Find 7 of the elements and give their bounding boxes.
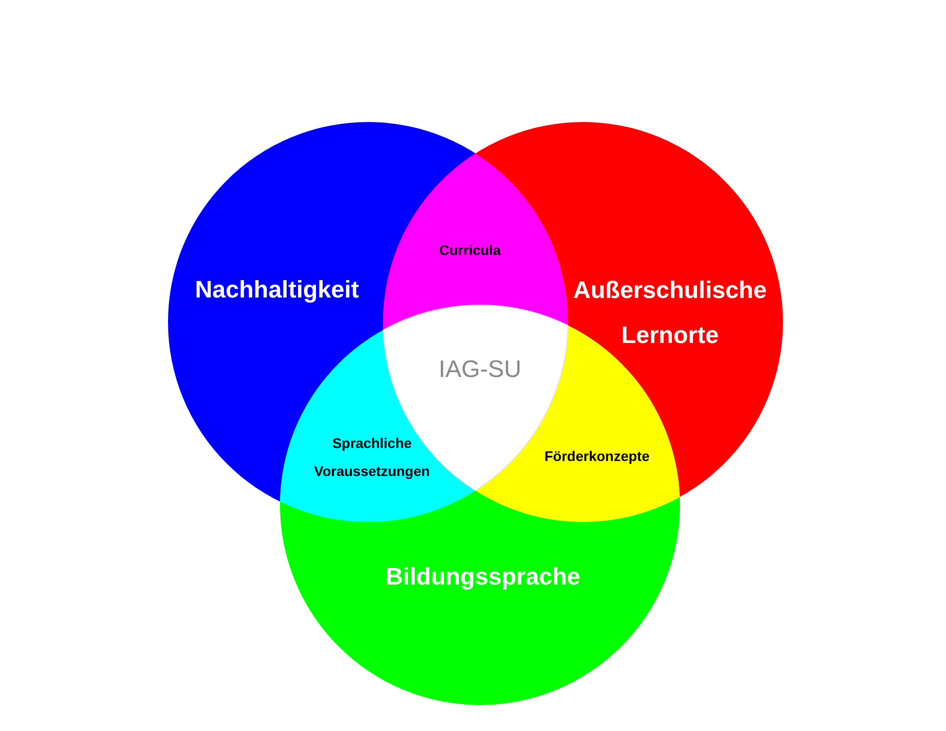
overlap-label: Curricula [439, 241, 501, 260]
set-label: Bildungssprache [386, 562, 580, 592]
set-label: Außerschulische Lernorte [572, 276, 768, 351]
overlap-label: Sprachliche Voraussetzungen [313, 434, 431, 481]
set-label: Nachhaltigkeit [194, 276, 360, 306]
core-label: IAG-SU [438, 355, 522, 385]
overlap-label: Förderkonzepte [544, 447, 650, 466]
